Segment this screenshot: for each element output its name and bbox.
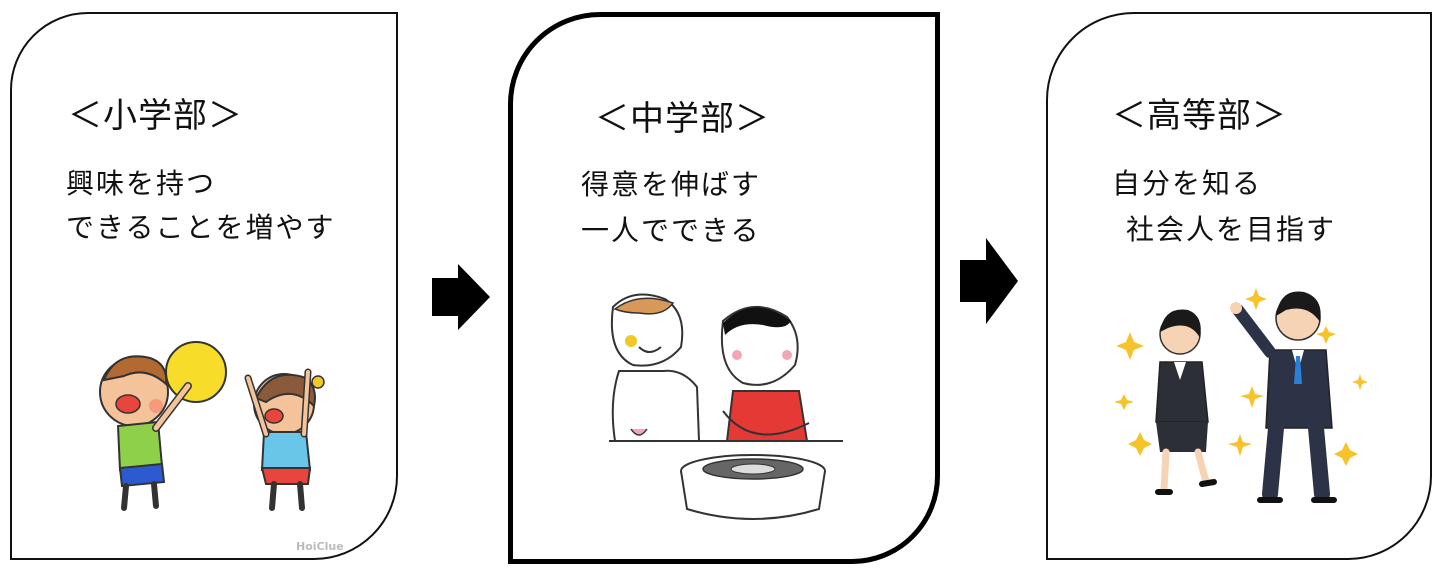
child-cooking-with-teacher-illustration xyxy=(609,293,843,520)
step-card-junior-high: ＜中学部＞ 得意を伸ばす 一人でできる xyxy=(508,12,940,564)
step-title: ＜高等部＞ xyxy=(1112,96,1287,136)
businesspeople-sparkles-illustration xyxy=(1114,288,1368,503)
right-arrow-icon xyxy=(960,238,1018,324)
step-line: 一人でできる xyxy=(581,214,761,247)
step-line: 得意を伸ばす xyxy=(581,168,762,201)
step-line: できることを増やす xyxy=(66,211,336,244)
step-line: 社会人を目指す xyxy=(1126,213,1337,246)
step-card-high-school: ＜高等部＞ 自分を知る 社会人を目指す xyxy=(1046,12,1432,560)
step-line: 興味を持つ xyxy=(66,167,217,200)
children-playing-ball-illustration xyxy=(99,341,325,511)
step-card-elementary: ＜小学部＞ 興味を持つ できることを増やす HoiClue xyxy=(10,12,398,560)
watermark: HoiClue xyxy=(296,540,344,553)
step-title: ＜小学部＞ xyxy=(68,96,243,136)
step-line: 自分を知る xyxy=(1112,167,1263,200)
right-arrow-icon xyxy=(432,264,490,330)
step-title: ＜中学部＞ xyxy=(595,99,770,139)
